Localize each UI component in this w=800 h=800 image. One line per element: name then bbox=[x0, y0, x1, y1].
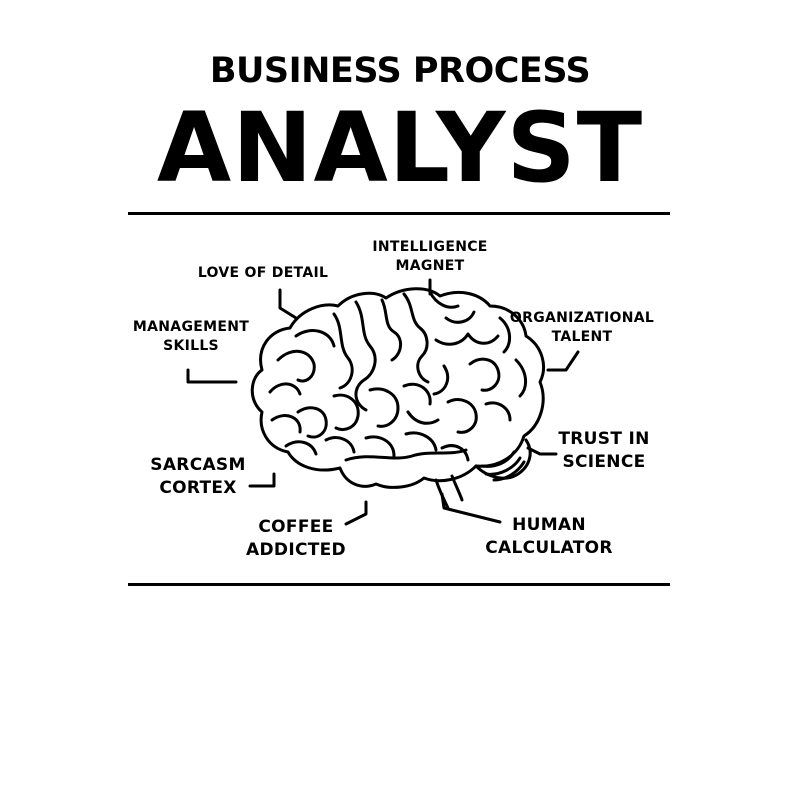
bottom-divider bbox=[128, 583, 670, 586]
connector-organizational-talent bbox=[546, 350, 580, 372]
label-intelligence-magnet: INTELLIGENCE MAGNET bbox=[372, 239, 488, 274]
connector-human-calculator bbox=[440, 492, 502, 524]
title-line-1: BUSINESS PROCESS bbox=[209, 51, 591, 91]
label-coffee-addicted: COFFEE ADDICTED bbox=[246, 517, 346, 560]
label-organizational-talent: ORGANIZATIONAL TALENT bbox=[509, 310, 655, 345]
connector-management-skills bbox=[186, 368, 238, 384]
top-divider bbox=[128, 212, 670, 215]
brain-icon bbox=[250, 287, 545, 510]
connector-lines bbox=[186, 278, 580, 526]
label-sarcasm-cortex: SARCASM CORTEX bbox=[150, 455, 246, 498]
connector-coffee-addicted bbox=[344, 500, 368, 526]
connector-sarcasm-cortex bbox=[248, 472, 276, 488]
label-human-calculator: HUMAN CALCULATOR bbox=[485, 515, 613, 558]
connector-trust-in-science bbox=[526, 446, 558, 456]
label-love-of-detail: LOVE OF DETAIL bbox=[197, 265, 329, 281]
label-trust-in-science: TRUST IN SCIENCE bbox=[558, 429, 650, 472]
title-line-2: ANALYST bbox=[156, 92, 644, 204]
connector-love-of-detail bbox=[278, 288, 298, 320]
label-management-skills: MANAGEMENT SKILLS bbox=[132, 319, 250, 354]
